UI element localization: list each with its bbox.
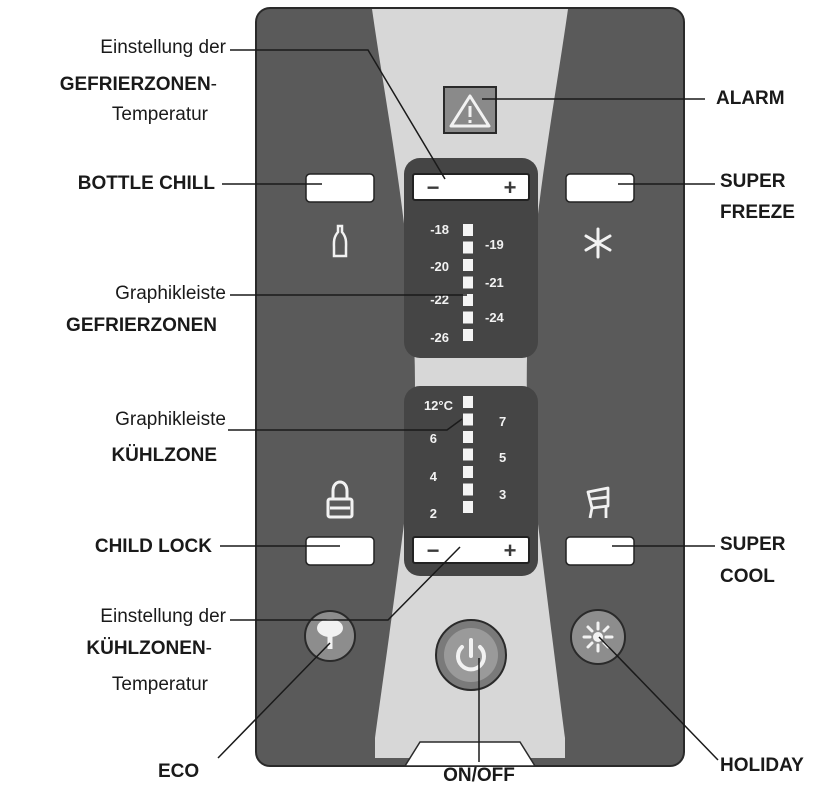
- cooler-bar-segment: [463, 396, 473, 408]
- cooler-setting-label-line3: Temperatur: [111, 674, 208, 695]
- cooler-scale-left-4: 2: [430, 506, 437, 521]
- bottle-chill-button[interactable]: [305, 173, 375, 203]
- freezer-scale-left-1: -18: [430, 222, 449, 237]
- freezer-scale-right-3: -24: [485, 310, 505, 325]
- cooler-scale-right-3: 3: [499, 487, 506, 502]
- eco-button[interactable]: [304, 610, 356, 662]
- cooler-stepper[interactable]: [412, 536, 530, 564]
- leader-lines: [217, 49, 719, 762]
- freezer-setting-label-line2: GEFRIERZONEN-: [60, 74, 217, 96]
- bottle-icon: [332, 224, 348, 258]
- freezer-setting-label-hyphen: -: [210, 74, 217, 95]
- freezer-minus-button[interactable]: −: [427, 175, 440, 200]
- freezer-scale-right-2: -21: [485, 275, 504, 290]
- super-freeze-label-line1: SUPER: [720, 171, 786, 192]
- freezer-bar-segment: [463, 311, 473, 324]
- freezer-scale-right-1: -19: [485, 237, 504, 252]
- freezer-plus-button[interactable]: +: [504, 175, 517, 200]
- freezer-display: [404, 158, 538, 358]
- leader-eco: [217, 642, 331, 759]
- eco-label: ECO: [158, 761, 200, 782]
- cooler-bar-segment: [463, 431, 473, 443]
- holiday-label: HOLIDAY: [720, 755, 804, 776]
- tree-icon: [317, 619, 343, 649]
- freezer-bar-segment: [463, 259, 473, 271]
- alarm-label: ALARM: [716, 88, 785, 109]
- super-cool-button[interactable]: [565, 536, 635, 566]
- on-off-label: ON/OFF: [443, 765, 515, 786]
- freezer-scale-left-2: -20: [430, 259, 449, 274]
- cooler-scale-left-2: 6: [430, 431, 437, 446]
- freezer-bar-graph: [463, 224, 473, 341]
- super-cool-label-line1: SUPER: [720, 534, 786, 555]
- super-freeze-button[interactable]: [565, 173, 635, 203]
- shopping-cart-icon: [586, 486, 610, 519]
- cooler-setting-label-line1: Einstellung der: [100, 606, 226, 627]
- cooler-setting-label-line2: KÜHLZONEN-: [86, 638, 212, 660]
- cooler-bar-label-line1: Graphikleiste: [115, 409, 226, 430]
- leader-cooler-bar: [228, 418, 463, 431]
- cooler-scale-right-2: 5: [499, 450, 506, 465]
- freezer-bar-segment: [463, 241, 473, 254]
- leader-cooler-setting: [230, 546, 461, 621]
- child-lock-button[interactable]: [305, 536, 375, 566]
- freezer-bar-label-line2: GEFRIERZONEN: [66, 315, 217, 336]
- super-cool-label-line2: COOL: [720, 566, 775, 587]
- cooler-bar-segment: [463, 413, 473, 426]
- on-off-button[interactable]: [435, 619, 507, 691]
- cooler-bar-segment: [463, 501, 473, 513]
- cooler-scale-right-1: 7: [499, 414, 506, 429]
- leader-holiday: [598, 636, 719, 761]
- super-freeze-label-line2: FREEZE: [720, 202, 795, 223]
- freezer-bar-segment: [463, 224, 473, 236]
- warning-triangle-icon: [449, 94, 491, 128]
- cooler-bar-label-line2: KÜHLZONE: [111, 445, 217, 466]
- freezer-setting-label-line1: Einstellung der: [100, 37, 226, 58]
- cooler-scale-left-1: 12°C: [424, 398, 454, 413]
- child-lock-label: CHILD LOCK: [94, 536, 212, 557]
- cooler-bar-segment: [463, 448, 473, 461]
- cooler-setting-label-bold: KÜHLZONEN: [86, 638, 206, 659]
- freezer-bar-segment: [463, 294, 473, 306]
- freezer-stepper[interactable]: [412, 173, 530, 201]
- freezer-bar-segment: [463, 329, 473, 341]
- cooler-bar-graph: [463, 396, 473, 513]
- bottle-chill-label: BOTTLE CHILL: [77, 173, 215, 194]
- cooler-display: [404, 386, 538, 576]
- freezer-scale-left-4: -26: [430, 330, 449, 345]
- cooler-bar-segment: [463, 466, 473, 478]
- power-icon: [456, 638, 486, 672]
- panel-bottom-notch: [403, 741, 537, 767]
- cooler-bar-segment: [463, 483, 473, 496]
- cooler-scale-left-3: 4: [430, 469, 438, 484]
- freezer-setting-label-bold: GEFRIERZONEN: [59, 74, 211, 95]
- cooler-plus-button[interactable]: +: [504, 538, 517, 563]
- freezer-bar-label-line1: Graphikleiste: [115, 283, 226, 304]
- cooler-minus-button[interactable]: −: [427, 538, 440, 563]
- freezer-bar-segment: [463, 276, 473, 289]
- padlock-icon: [326, 480, 354, 519]
- freezer-setting-label-line3: Temperatur: [111, 104, 208, 125]
- cooler-setting-label-hyphen: -: [205, 638, 212, 659]
- snowflake-icon: [584, 227, 612, 259]
- leader-freezer-setting: [230, 49, 446, 180]
